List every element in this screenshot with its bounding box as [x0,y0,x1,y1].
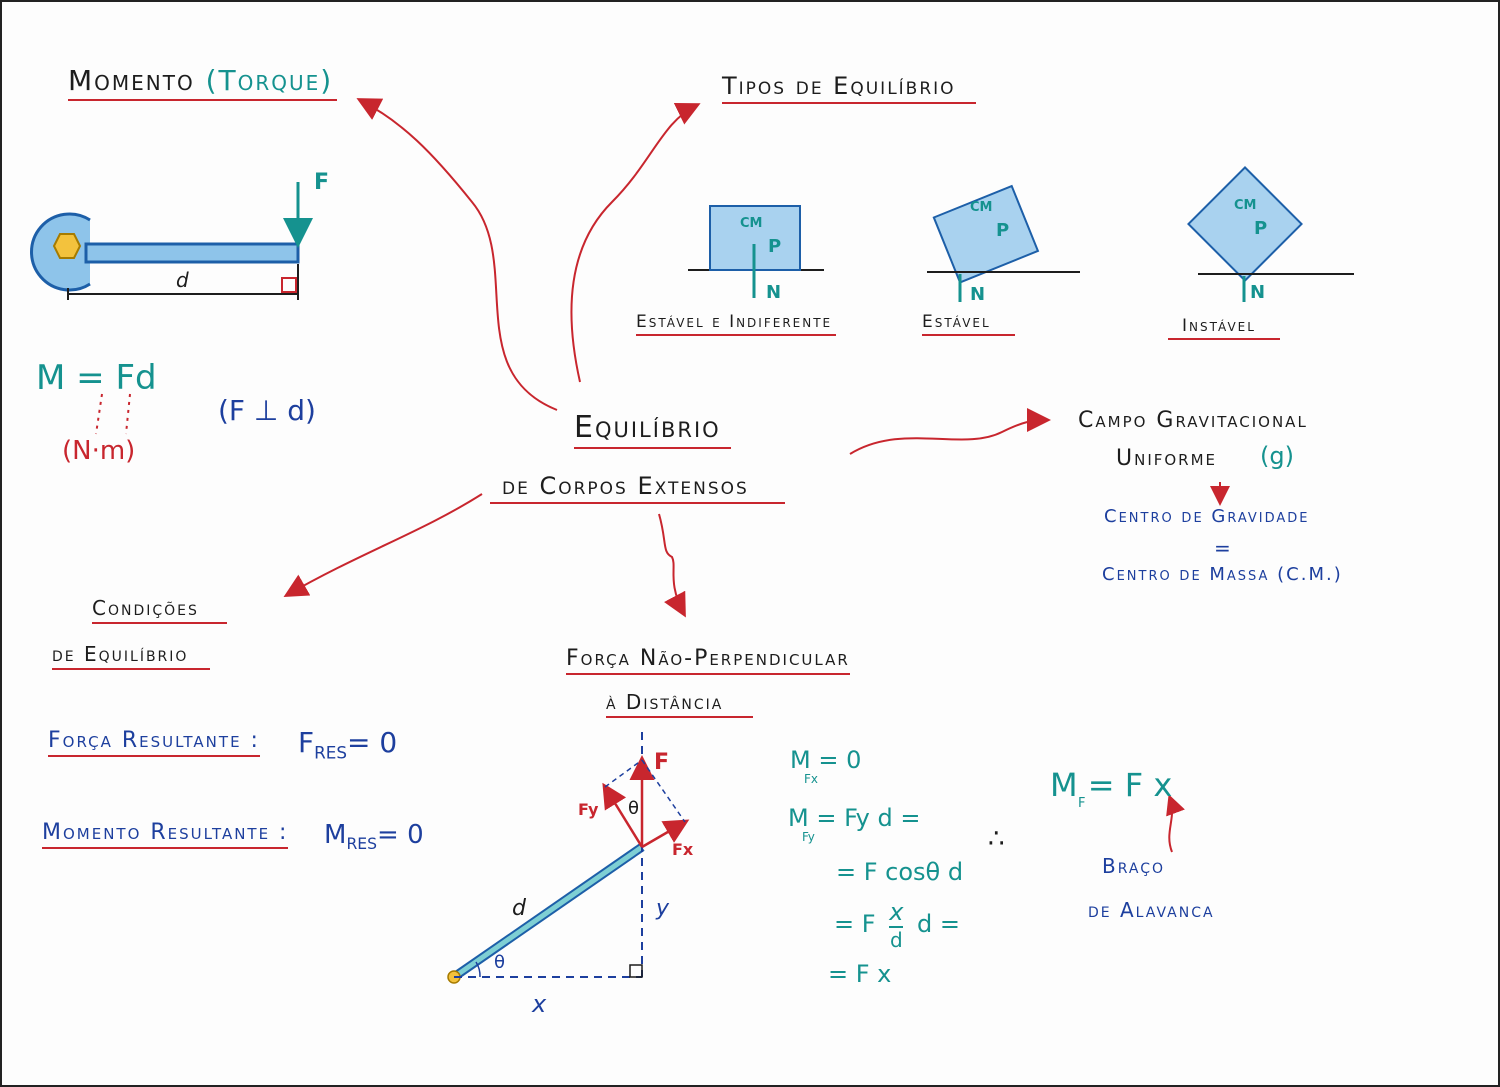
equation-4-numerator: x [889,898,904,928]
diagram-fy-label: Fy [578,800,599,819]
equation-4-fraction: x d [889,898,904,952]
p-label-2: P [996,220,1010,241]
resultant-moment-formula: MRES= 0 [324,820,424,853]
diagram-d-label: d [512,896,526,921]
arrow-to-gravity [849,408,1051,455]
p-label-3: P [1254,218,1268,239]
n-label-3: N [1250,282,1266,303]
moment-title-paren: (Torque) [205,64,334,97]
equation-4-left: = F [834,910,876,938]
equation-4: = F x d d = [834,898,960,952]
resultant-moment-symbol: M [324,820,347,850]
lever-arm-line2: de Alavanca [1088,898,1215,922]
cm-label-2: CM [970,200,993,215]
therefore-symbol: ∴ [988,824,1005,854]
type-label-stable: Estável [922,312,1015,336]
box-unstable [1187,166,1303,282]
diagram-theta-bottom: θ [494,952,506,973]
equation-1: M = 0 [790,746,861,774]
cm-label-1: CM [740,216,763,231]
box-stable [932,184,1040,284]
type-label-stable-indifferent: Estável e Indiferente [636,312,837,336]
arrow-to-nonperp [658,513,686,618]
moment-perp-note: (F ⊥ d) [218,394,316,427]
resultant-moment-eq: = 0 [377,820,424,850]
lever-arm-line1: Braço [1102,854,1166,878]
equation-2-sub: Fy [802,830,815,844]
resultant-force-sub: RES [314,742,348,763]
diagram-fx-label: Fx [672,840,694,859]
nonperp-title-line2: à Distância [606,690,754,718]
box-stable-indifferent [688,205,824,298]
nonperp-title-line1: Força Não-Perpendicular [566,646,850,675]
conditions-title-line1: Condições [92,596,227,624]
conditions-title-line2: de Equilíbrio [52,642,211,670]
equation-2: M = Fy d = [788,804,921,832]
equation-4-right: d = [917,910,961,938]
type-label-unstable: Instável [1168,316,1280,340]
gravity-line2: Uniforme [1116,446,1218,471]
center-of-mass: Centro de Massa (C.M.) [1102,564,1343,585]
equation-5: = F x [828,960,892,988]
result-formula-sub: F [1078,796,1086,811]
equation-3: = F cosθ d [836,858,964,886]
result-formula: M = F x [1050,766,1173,804]
types-heading: Tipos de Equilíbrio [722,72,976,104]
equation-1-text: M = 0 [790,746,862,774]
central-subtitle: de Corpos Extensos [490,472,785,504]
diagram-f-label: F [654,750,670,775]
gravity-g-symbol: (g) [1260,442,1294,470]
cm-label-3: CM [1234,198,1257,213]
gravity-line1: Campo Gravitacional [1078,408,1308,433]
diagram-x-label: x [532,990,547,1018]
nonperp-diagram [447,732,690,984]
resultant-moment-sub: RES [346,835,378,854]
arrow-to-conditions [283,493,483,597]
resultant-force-label: Força Resultante : [48,728,260,757]
diagram-theta-top: θ [628,798,640,819]
wrench-force-label: F [314,170,330,195]
resultant-force-eq: = 0 [347,726,398,759]
moment-heading: Momento (Torque) [68,64,338,101]
central-title: Equilíbrio [574,410,731,449]
wrench-drawing [30,182,313,300]
diagram-y-label: y [656,896,670,921]
equation-1-sub: Fx [804,772,819,786]
resultant-moment-label: Momento Resultante : [42,820,289,849]
resultant-force-symbol: F [298,726,315,759]
moment-units: (N·m) [62,436,136,466]
resultant-force-formula: FRES= 0 [298,726,397,763]
n-label-1: N [766,282,782,303]
moment-title: Momento [68,64,195,97]
moment-formula: M = Fd [36,358,157,398]
wrench-distance-label: d [176,268,189,292]
gravity-equals: = [1214,536,1231,560]
n-label-2: N [970,284,986,305]
arrow-to-moment [356,98,558,411]
equation-4-denominator: d [889,928,903,952]
arrow-to-types [570,102,701,383]
p-label-1: P [768,236,782,257]
center-of-gravity: Centro de Gravidade [1104,506,1310,527]
